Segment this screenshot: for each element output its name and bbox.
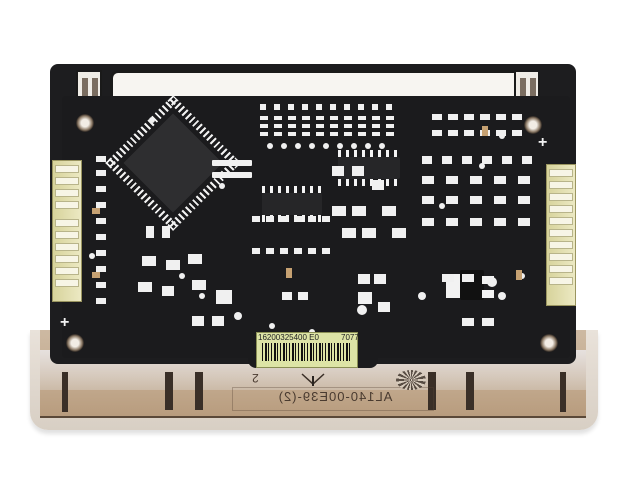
latch-pin bbox=[530, 78, 536, 98]
mounting-hole-bottom-right bbox=[540, 334, 558, 352]
connector-right bbox=[546, 164, 576, 306]
cavity-number: 2 bbox=[252, 371, 259, 385]
barcode-icon bbox=[262, 343, 352, 361]
ic-chip-middle bbox=[262, 193, 322, 215]
trace-pad bbox=[212, 172, 252, 178]
housing-slot bbox=[62, 372, 68, 412]
housing-slot bbox=[428, 372, 436, 410]
connector-pin bbox=[55, 231, 79, 239]
connector-pin bbox=[549, 229, 573, 237]
housing-slot bbox=[165, 372, 173, 410]
connector-pin bbox=[55, 177, 79, 185]
connector-pin bbox=[549, 277, 573, 285]
housing-slot bbox=[560, 372, 566, 412]
latch-pin bbox=[92, 78, 98, 98]
molded-label-frame bbox=[232, 387, 434, 411]
connector-pin bbox=[549, 169, 573, 177]
recycle-arrow-icon bbox=[301, 373, 325, 386]
barcode-part-number: 16200325400 E0 bbox=[258, 333, 319, 342]
date-stamp-icon bbox=[396, 370, 426, 390]
connector-pin bbox=[549, 217, 573, 225]
smd-components bbox=[89, 104, 532, 335]
connector-pin bbox=[549, 253, 573, 261]
housing-slot bbox=[466, 372, 474, 410]
connector-pin bbox=[55, 219, 79, 227]
connector-pin bbox=[549, 265, 573, 273]
mounting-hole-bottom-left bbox=[66, 334, 84, 352]
connector-pin bbox=[55, 255, 79, 263]
connector-pin bbox=[549, 241, 573, 249]
latch-pin bbox=[82, 78, 88, 98]
connector-pin bbox=[549, 193, 573, 201]
connector-pin bbox=[549, 181, 573, 189]
connector-left bbox=[52, 160, 82, 302]
latch-pin bbox=[520, 78, 526, 98]
mounting-hole-top-right bbox=[524, 116, 542, 134]
connector-pin bbox=[55, 267, 79, 275]
mounting-hole-top-left bbox=[76, 114, 94, 132]
housing-slot bbox=[195, 372, 203, 410]
polarity-plus-icon: + bbox=[538, 134, 548, 151]
molded-part-number: AL140-00E39-(2) bbox=[277, 389, 393, 404]
transistor-pad bbox=[482, 290, 494, 298]
barcode-code: 7077 bbox=[341, 333, 359, 342]
connector-pin bbox=[55, 279, 79, 287]
connector-pin bbox=[55, 165, 79, 173]
trace-pad bbox=[212, 160, 252, 166]
connector-pin bbox=[55, 201, 79, 209]
polarity-plus-icon: + bbox=[60, 314, 70, 331]
connector-pin bbox=[55, 189, 79, 197]
connector-pin bbox=[549, 205, 573, 213]
connector-pin bbox=[55, 243, 79, 251]
